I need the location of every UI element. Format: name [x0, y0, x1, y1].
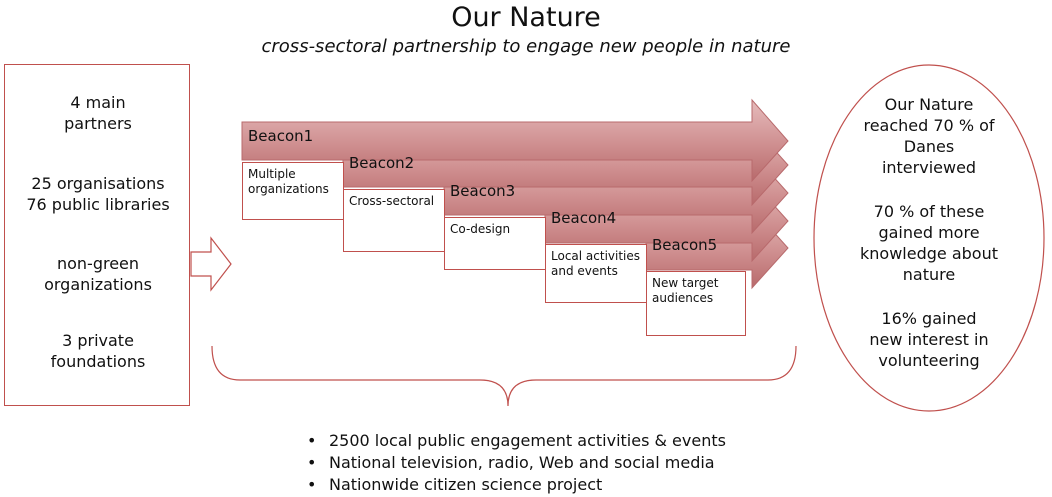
beacon1-arrow [241, 98, 789, 183]
result-reach: Our Nature reached 70 % of Danes intervi… [863, 95, 995, 177]
result-volunteering: 16% gained new interest in volunteering [869, 309, 989, 370]
partners-non-green: non-green organizations [44, 254, 152, 294]
beacon5-label: Beacon5 [652, 236, 718, 254]
beacon3-description: Co-design [444, 217, 546, 270]
beacon1-description: Multiple organizations [242, 162, 344, 220]
output-item: National television, radio, Web and soci… [305, 452, 726, 474]
diagram-subtitle: cross-sectoral partnership to engage new… [261, 36, 791, 57]
results-ellipse [813, 64, 1045, 412]
partners-main: 4 main partners [64, 93, 132, 133]
connector-arrow [190, 236, 232, 292]
beacon2-description: Cross-sectoral [343, 189, 445, 252]
partners-box: 4 main partners 25 organisations 76 publ… [4, 64, 190, 406]
results-text: Our Nature reached 70 % of Danes intervi… [840, 94, 1018, 394]
partners-foundations: 3 private foundations [50, 331, 146, 371]
beacon1-label: Beacon1 [248, 127, 314, 145]
partners-organisations: 25 organisations 76 public libraries [26, 174, 170, 214]
diagram-title: Our Nature [451, 2, 601, 33]
curly-brace [211, 345, 797, 407]
beacon3-label: Beacon3 [450, 182, 516, 200]
result-knowledge: 70 % of these gained more knowledge abou… [860, 202, 998, 284]
output-item: Nationwide citizen science project [305, 474, 726, 496]
beacon5-description: New target audiences [646, 271, 746, 336]
beacon4-description: Local activities and events [545, 244, 647, 303]
beacon4-label: Beacon4 [551, 209, 617, 227]
beacon2-label: Beacon2 [349, 154, 415, 172]
outputs-list: 2500 local public engagement activities … [305, 430, 726, 496]
output-item: 2500 local public engagement activities … [305, 430, 726, 452]
